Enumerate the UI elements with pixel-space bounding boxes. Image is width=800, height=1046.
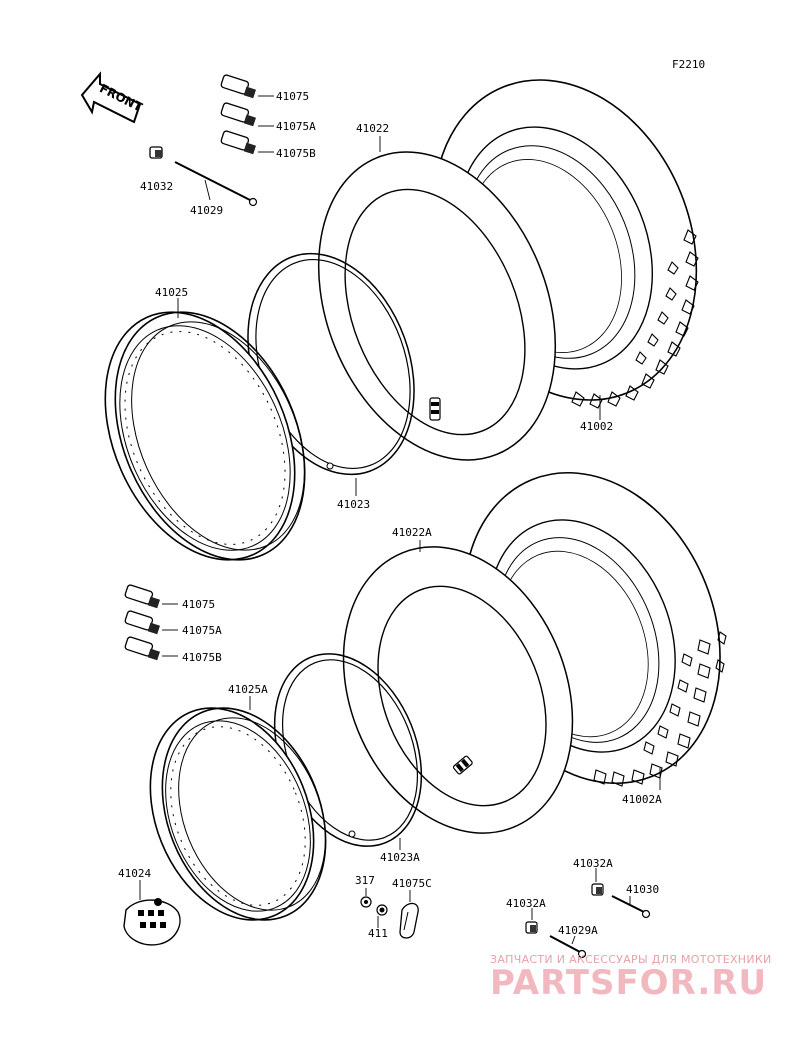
label-41030: 41030: [626, 883, 659, 896]
inner-tube-41022A: [342, 546, 574, 834]
label-41022A: 41022A: [392, 526, 432, 539]
label-41025: 41025: [155, 286, 188, 299]
label-41075A-top: 41075A: [276, 120, 316, 133]
valve-cap-41075A-top: [220, 102, 256, 127]
label-41032A-left: 41032A: [506, 897, 546, 910]
washer-411: [376, 904, 388, 916]
diagram-code: F2210: [672, 58, 705, 71]
label-411: 411: [368, 927, 388, 940]
nut-317: [360, 896, 372, 908]
label-41075B-top: 41075B: [276, 147, 316, 160]
watermark-tagline: ЗАПЧАСТИ И АКСЕССУАРЫ ДЛЯ МОТОТЕХНИКИ: [490, 953, 772, 966]
watermark-brand: PARTSFOR.RU: [490, 963, 767, 1003]
valve-cap-41075B-top: [220, 130, 256, 155]
label-41002A: 41002A: [622, 793, 662, 806]
label-41075C: 41075C: [392, 877, 432, 890]
valve-cap-41075-bottom: [124, 584, 160, 609]
label-41075-top: 41075: [276, 90, 309, 103]
label-317: 317: [355, 874, 375, 887]
label-41002: 41002: [580, 420, 613, 433]
spoke-41029: [174, 161, 258, 207]
spoke-nipple-41032A-left: [525, 921, 538, 934]
label-41024: 41024: [118, 867, 151, 880]
label-41022: 41022: [356, 122, 389, 135]
label-41075-bottom: 41075: [182, 598, 215, 611]
valve-cap-41075C: [399, 902, 419, 939]
label-41023: 41023: [337, 498, 370, 511]
valve-cap-41075A-bottom: [124, 610, 160, 635]
label-41029A: 41029A: [558, 924, 598, 937]
label-41075B-bottom: 41075B: [182, 651, 222, 664]
spoke-41030: [611, 895, 651, 919]
rim-41025: [104, 311, 306, 561]
valve-cap-41075B-bottom: [124, 636, 160, 661]
label-41032A-right: 41032A: [573, 857, 613, 870]
label-41075A-bottom: 41075A: [182, 624, 222, 637]
label-41025A: 41025A: [228, 683, 268, 696]
watermark: ЗАПЧАСТИ И АКСЕССУАРЫ ДЛЯ МОТОТЕХНИКИ PA…: [490, 953, 772, 1003]
front-arrow-icon: FRONT: [80, 71, 145, 124]
rim-41025A: [149, 707, 327, 921]
spoke-nipple-41032: [149, 146, 163, 159]
label-41029: 41029: [190, 204, 223, 217]
inner-tube-41022: [317, 151, 557, 461]
label-41023A: 41023A: [380, 851, 420, 864]
spoke-nipple-41032A-right: [591, 883, 604, 896]
spoke-41029A: [549, 935, 587, 959]
label-41032: 41032: [140, 180, 173, 193]
valve-cap-41075-top: [220, 74, 256, 99]
rim-lock-41024: [123, 898, 181, 946]
